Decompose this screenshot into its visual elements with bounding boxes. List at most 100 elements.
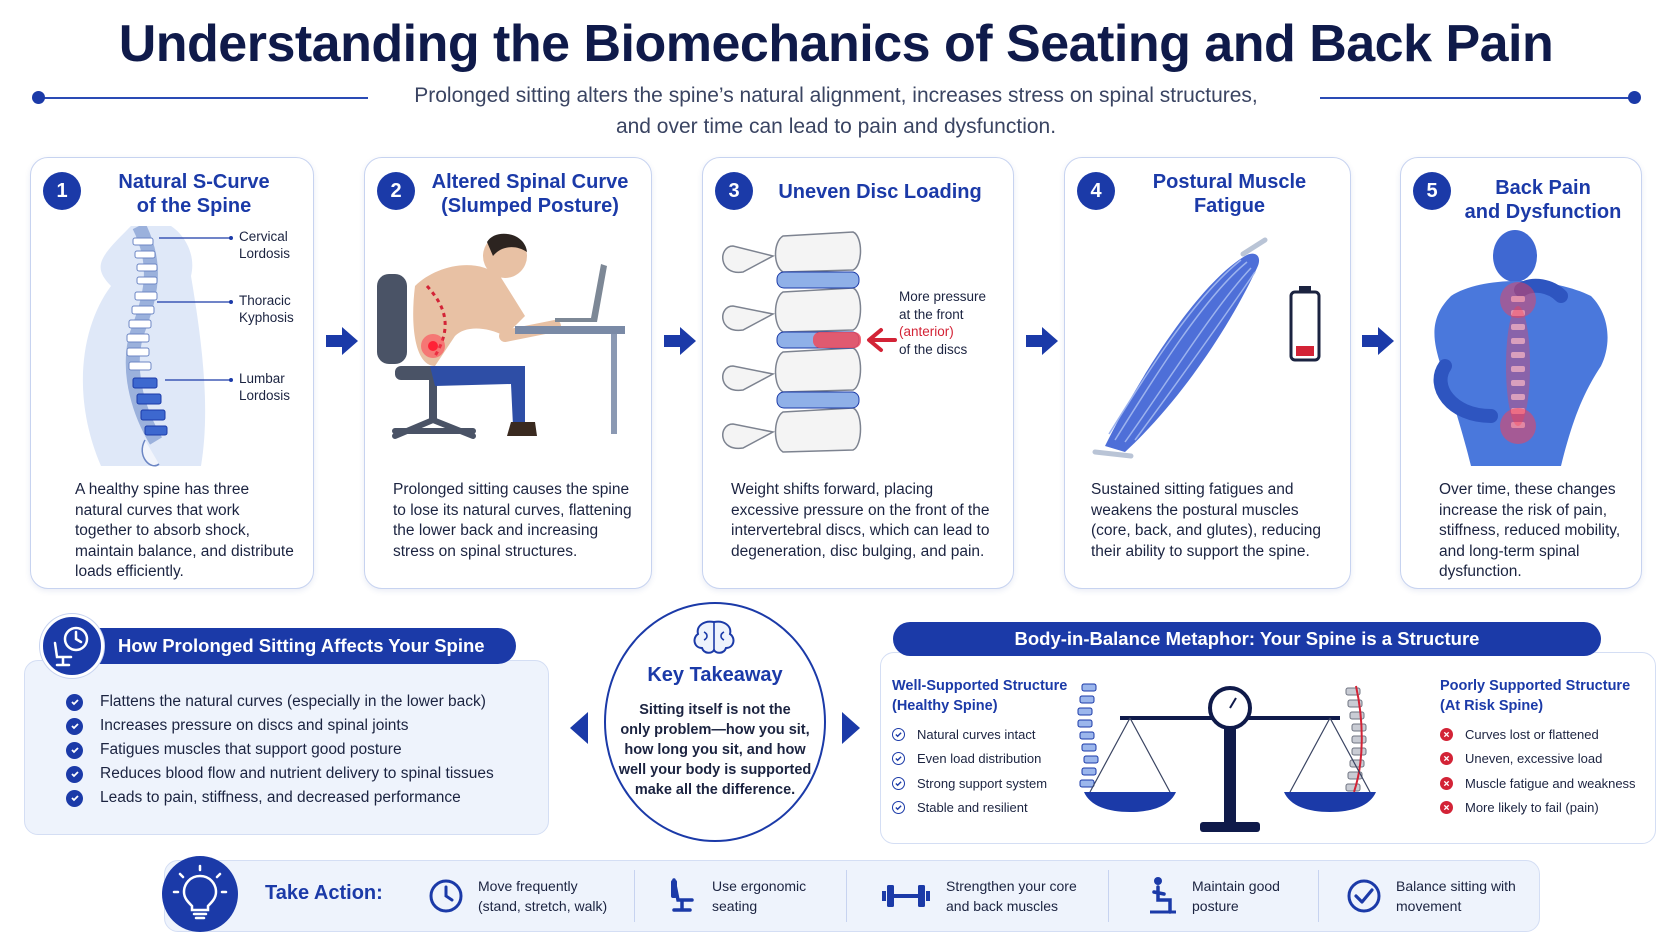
check-circle-icon [1347, 879, 1381, 913]
check-icon [66, 717, 83, 735]
list-item-text: Increases pressure on discs and spinal j… [100, 717, 409, 734]
step-badge: 4 [1077, 172, 1115, 210]
brain-icon [693, 620, 735, 654]
check-icon [66, 789, 83, 807]
card-title-line-2: and Dysfunction [1464, 201, 1622, 223]
well-supported-list: Natural curves intact Even load distribu… [892, 722, 1047, 820]
card-description: Over time, these changes increase the ri… [1439, 481, 1621, 580]
takeaway-line: well your body is supported [618, 762, 812, 778]
list-item-text: Curves lost or flattened [1465, 726, 1599, 742]
list-item: Strong support system [892, 771, 1047, 796]
flow-arrow-icon [664, 327, 696, 355]
flow-arrow-icon [326, 327, 358, 355]
label-cervical-lordosis: Cervical Lordosis [239, 228, 290, 262]
action-line: (stand, stretch, walk) [478, 898, 608, 914]
action-item-text: Move frequently(stand, stretch, walk) [478, 876, 607, 916]
card-title: Uneven Disc Loading [755, 180, 1005, 204]
check-icon [66, 741, 83, 759]
clock-icon [429, 879, 463, 913]
card-title: Postural Muscle Fatigue [1117, 170, 1342, 218]
action-divider [1108, 870, 1109, 922]
label-line: Lordosis [239, 246, 291, 261]
pressure-line: More pressure [899, 289, 987, 304]
action-line: posture [1192, 898, 1239, 914]
label-lumbar-lordosis: Lumbar Lordosis [239, 370, 290, 404]
label-line: Lumbar [239, 371, 285, 386]
action-line: Strengthen your core [946, 878, 1077, 894]
label-line: Lordosis [239, 388, 291, 403]
step-badge: 2 [377, 172, 415, 210]
card-title-line-1: Uneven Disc Loading [778, 181, 982, 203]
check-icon [892, 727, 905, 741]
card-title-line-1: Postural Muscle [1152, 171, 1307, 193]
list-item-text: Fatigues muscles that support good postu… [100, 741, 402, 758]
list-item-text: Leads to pain, stiffness, and decreased … [100, 789, 461, 806]
prolonged-sitting-title: How Prolonged Sitting Affects Your Spine [48, 628, 516, 664]
action-line: movement [1396, 898, 1462, 914]
card-title-line-2: Fatigue [1193, 195, 1266, 217]
action-line: Maintain good [1192, 878, 1280, 894]
card-title-line-2: (Slumped Posture) [441, 195, 619, 217]
check-icon [892, 776, 905, 790]
take-action-bar [164, 860, 1540, 932]
card-natural-s-curve: 1 Natural S-Curve of the Spine [30, 157, 314, 589]
balance-metaphor-panel [880, 652, 1656, 844]
good-posture-icon [1150, 877, 1176, 914]
card-description: Weight shifts forward, placing excessive… [731, 481, 990, 560]
step-badge: 5 [1413, 172, 1451, 210]
flow-arrow-icon [1026, 327, 1058, 355]
list-item: More likely to fail (pain) [1440, 796, 1636, 821]
card-title-line-1: Natural S-Curve [118, 171, 270, 193]
card-title: Natural S-Curve of the Spine [83, 170, 305, 218]
x-circle-icon [1440, 801, 1453, 815]
balance-scale-illustration [1077, 683, 1376, 832]
vertebral-disc-illustration [713, 226, 1003, 556]
action-item-posture: Maintain good posture [1146, 874, 1280, 918]
card-postural-muscle-fatigue: 4 Postural Muscle Fatigue Sustained sitt… [1064, 157, 1351, 589]
subtitle-line: (At Risk Spine) [1440, 698, 1544, 714]
dumbbell-icon [882, 885, 930, 907]
header-dot-left [32, 91, 45, 104]
list-item: Muscle fatigue and weakness [1440, 771, 1636, 796]
subtitle-line-1: Prolonged sitting alters the spine’s nat… [414, 84, 1258, 107]
card-title-line-1: Altered Spinal Curve [431, 171, 629, 193]
label-line: Thoracic [239, 293, 291, 308]
label-thoracic-kyphosis: Thoracic Kyphosis [239, 292, 294, 326]
x-circle-icon [1440, 727, 1453, 741]
action-item-move: Move frequently(stand, stretch, walk) [428, 874, 607, 918]
list-item-text: Reduces blood flow and nutrient delivery… [100, 765, 494, 782]
card-title: Back Pain and Dysfunction [1453, 176, 1633, 224]
label-line: Cervical [239, 229, 288, 244]
check-icon [892, 752, 905, 766]
page-title: Understanding the Biomechanics of Seatin… [118, 15, 1554, 73]
list-item-text: More likely to fail (pain) [1465, 800, 1599, 816]
balance-metaphor-title: Body-in-Balance Metaphor: Your Spine is … [893, 622, 1601, 656]
header-rule-right [1320, 97, 1632, 99]
list-item: Leads to pain, stiffness, and decreased … [66, 786, 536, 810]
list-item: Even load distribution [892, 747, 1047, 772]
spine-s-curve-illustration [41, 222, 303, 556]
action-line: seating [712, 898, 758, 914]
arrow-left-icon [570, 712, 588, 744]
key-takeaway-text: Sitting itself is not the only problem—h… [618, 700, 812, 800]
card-description: Prolonged sitting causes the spine to lo… [393, 481, 632, 560]
list-item-text: Flattens the natural curves (especially … [100, 693, 486, 710]
sitting-clock-icon [40, 614, 104, 678]
x-circle-icon [1440, 776, 1453, 790]
subtitle-line: (Healthy Spine) [892, 698, 998, 714]
action-line: Use ergonomic [712, 878, 807, 894]
action-item-text: Maintain good posture [1192, 876, 1280, 916]
list-item: Fatigues muscles that support good postu… [66, 738, 536, 762]
list-item: Uneven, excessive load [1440, 747, 1636, 772]
label-line: Kyphosis [239, 310, 294, 325]
card-title: Altered Spinal Curve (Slumped Posture) [417, 170, 643, 218]
step-badge: 1 [43, 172, 81, 210]
action-item-text: Use ergonomic seating [712, 876, 806, 916]
subtitle-line: Poorly Supported Structure [1440, 678, 1631, 694]
list-item-text: Uneven, excessive load [1465, 751, 1603, 767]
flow-arrow-icon [1362, 327, 1394, 355]
pressure-line-anterior: (anterior) [899, 324, 954, 339]
